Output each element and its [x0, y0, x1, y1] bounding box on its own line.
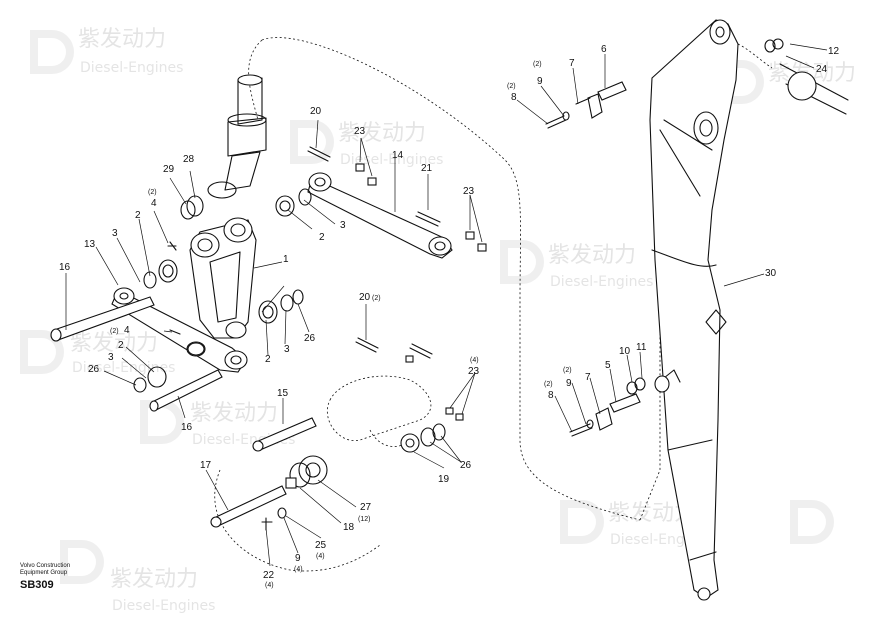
diagram-code: SB309	[20, 579, 54, 591]
callout-25: 25	[315, 540, 327, 551]
callout-28: 28	[183, 154, 195, 165]
callout-2: 2	[118, 340, 124, 351]
bolts-and-nuts	[167, 146, 487, 421]
pin-16-lower	[149, 369, 223, 412]
callout-qty-2: (2)	[110, 328, 119, 335]
callout-30: 30	[765, 268, 777, 279]
callout-3: 3	[112, 228, 118, 239]
callout-qty-4: (4)	[294, 566, 303, 573]
callout-21: 21	[421, 163, 433, 174]
callout-23: 23	[468, 366, 480, 377]
callout-8: 8	[511, 92, 517, 103]
watermark-brand-cn: 紫发动力	[70, 331, 158, 356]
watermark-brand-cn: 紫发动力	[110, 567, 198, 592]
callout-16: 16	[59, 262, 71, 273]
callout-11: 11	[636, 342, 647, 353]
arm-end-boss	[327, 375, 446, 453]
callout-20: 20	[359, 292, 371, 303]
watermark-logo	[30, 30, 74, 74]
cylinder-rod	[207, 74, 267, 199]
callout-qty-4: (4)	[265, 582, 274, 589]
callout-qty-2: (2)	[507, 83, 516, 90]
caption-maker: Volvo Construction	[20, 563, 71, 569]
callout-2: 2	[265, 354, 271, 365]
callout-19: 19	[438, 474, 450, 485]
watermark-brand-cn: 紫发动力	[190, 401, 278, 426]
callout-3: 3	[108, 352, 114, 363]
bolt-8-top	[545, 97, 591, 129]
callout-14: 14	[392, 150, 404, 161]
callout-23: 23	[463, 186, 475, 197]
watermark-brand-cn: 紫发动力	[338, 121, 426, 146]
watermark-brand-en: Diesel-Engines	[80, 60, 183, 76]
callout-24: 24	[816, 64, 828, 75]
callout-23: 23	[354, 126, 366, 137]
callout-9: 9	[566, 378, 572, 389]
callout-qty-2: (2)	[563, 367, 572, 374]
callout-qty-12: (12)	[358, 516, 370, 523]
callout-27: 27	[360, 502, 372, 513]
watermark-brand-cn: 紫发动力	[78, 27, 166, 52]
callout-qty-4: (4)	[316, 553, 325, 560]
callout-3: 3	[340, 220, 346, 231]
callout-qty-2: (2)	[148, 189, 157, 196]
callout-7: 7	[569, 58, 575, 69]
callout-3: 3	[284, 344, 290, 355]
pin-6	[587, 81, 627, 119]
callout-4: 4	[151, 198, 157, 209]
cylinder-right	[737, 38, 849, 115]
callout-26: 26	[304, 333, 316, 344]
callout-8: 8	[548, 390, 554, 401]
pin-16-left	[50, 296, 155, 342]
upper-link-part	[307, 172, 453, 259]
watermark-brand-en: Diesel-Engines	[112, 598, 215, 614]
pin-15	[252, 417, 317, 452]
callout-qty-4: (4)	[470, 357, 479, 364]
callout-labels: 1 2 2 2 2 3 3 3 3 (2) 4 (2) 4 13 16 16 2…	[59, 44, 840, 589]
callout-20: 20	[310, 106, 322, 117]
leader-lines	[65, 43, 828, 567]
callout-4: 4	[124, 325, 130, 336]
callout-13: 13	[84, 239, 96, 250]
callout-9: 9	[295, 553, 301, 564]
callout-16: 16	[181, 422, 193, 433]
callout-qty-2: (2)	[372, 295, 381, 302]
callout-22: 22	[263, 570, 275, 581]
pin-5-group	[569, 375, 670, 437]
callout-1: 1	[283, 254, 289, 265]
watermark-brand-en: Diesel-Engines	[550, 274, 653, 290]
callout-26: 26	[88, 364, 100, 375]
side-link-part	[111, 287, 248, 373]
callout-15: 15	[277, 388, 289, 399]
linkage-bracket-part	[189, 217, 257, 339]
watermark-layer: 紫发动力 Diesel-Engines 紫发动力 Diesel-Engines …	[20, 27, 856, 614]
callout-29: 29	[163, 164, 175, 175]
caption-group: Equipment Group	[20, 570, 68, 576]
watermark-brand-cn: 紫发动力	[548, 243, 636, 268]
callout-17: 17	[200, 460, 212, 471]
arm-part	[649, 19, 739, 601]
callout-9: 9	[537, 76, 543, 87]
callout-2: 2	[135, 210, 141, 221]
arm-assembly-outline	[248, 37, 661, 521]
callout-qty-2: (2)	[544, 381, 553, 388]
callout-6: 6	[601, 44, 607, 55]
callout-18: 18	[343, 522, 355, 533]
bushing-set-left	[133, 188, 312, 393]
callout-5: 5	[605, 360, 611, 371]
lower-dashed-outline	[214, 469, 381, 572]
callout-7: 7	[585, 372, 591, 383]
callout-10: 10	[619, 346, 631, 357]
pin-17	[210, 485, 287, 528]
callout-12: 12	[828, 46, 840, 57]
lower-bushing	[261, 455, 328, 531]
callout-26: 26	[460, 460, 472, 471]
callout-2: 2	[319, 232, 325, 243]
callout-qty-2: (2)	[533, 61, 542, 68]
